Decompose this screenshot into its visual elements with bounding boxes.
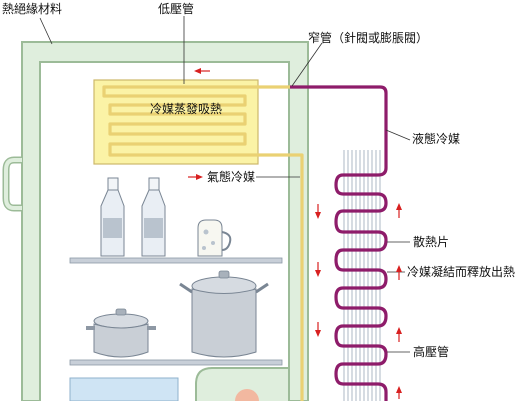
small-pot xyxy=(86,308,156,358)
condenser-coil xyxy=(290,85,388,401)
crisper-drawer xyxy=(69,377,179,401)
capillary-label: 窄管（針閥或膨脹閥） xyxy=(308,31,429,45)
condenser-fins xyxy=(343,150,381,401)
insulation-label: 熱絕緣材料 xyxy=(2,2,63,16)
bottom-compartment xyxy=(195,367,290,401)
evaporator-coil xyxy=(102,85,304,401)
milk-jug xyxy=(197,219,232,257)
flow-arrows xyxy=(188,68,402,399)
liquid-refrigerant-label: 液態冷媒 xyxy=(412,132,461,146)
bottle-1 xyxy=(100,177,125,257)
gas-refrigerant-label: 氣態冷媒 xyxy=(207,170,256,184)
condensing-label: 冷媒凝結而釋放出熱 xyxy=(407,265,516,279)
evaporator-panel xyxy=(93,79,259,165)
fins-label: 散熱片 xyxy=(413,235,450,249)
low-pressure-pipe-label: 低壓管 xyxy=(158,2,195,16)
door-handle xyxy=(2,156,22,212)
high-pressure-pipe-label: 高壓管 xyxy=(413,345,450,359)
shelf-bottom xyxy=(69,359,283,366)
shelf-top xyxy=(69,257,283,264)
evaporator-label: 冷媒蒸發吸熱 xyxy=(149,102,222,116)
bottle-2 xyxy=(141,177,166,257)
big-pot xyxy=(179,270,269,358)
